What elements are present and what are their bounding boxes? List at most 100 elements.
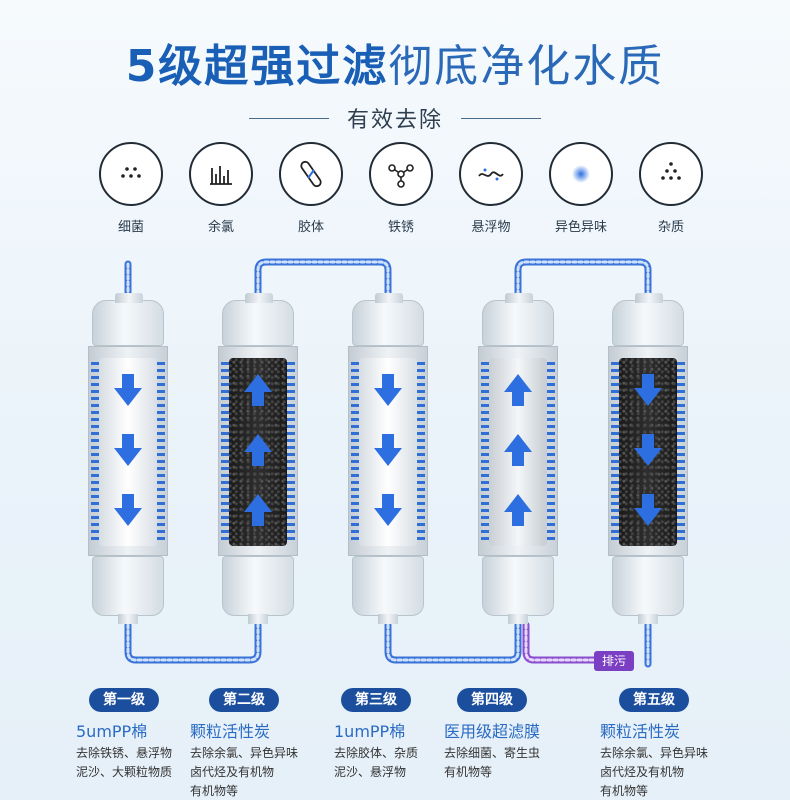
filter-cartridge-5: [608, 293, 688, 625]
cartridge-connector: [248, 614, 268, 624]
cartridge-connector: [378, 614, 398, 624]
stage-description-line: 去除铁锈、悬浮物: [76, 746, 173, 760]
stage-description-line: 泥沙、大颗粒物质: [76, 765, 173, 779]
remove-label: 余氯: [207, 220, 234, 235]
filter-cartridge-3: [348, 293, 428, 625]
stage-description-line: 泥沙、悬浮物: [334, 765, 407, 779]
cartridge-bottom-cap: [222, 556, 294, 616]
remove-label: 异色异味: [554, 220, 607, 235]
odor-icon: [549, 142, 613, 206]
cartridge-bottom-cap: [482, 556, 554, 616]
cartridge-bottom-cap: [92, 556, 164, 616]
flow-arrows: [619, 362, 677, 542]
stage-description-line: 有机物等: [444, 765, 493, 779]
stage-description-line: 卤代烃及有机物: [600, 765, 685, 779]
stage-filter-name: 1umPP棉: [334, 722, 406, 741]
drain-label: 排污: [594, 651, 634, 671]
inflow-ticks: [547, 362, 555, 542]
page-title: 5级超强过滤彻底净化水质: [0, 30, 790, 94]
remove-label: 胶体: [297, 220, 324, 235]
left-divider: [248, 117, 329, 119]
cartridge-connector: [508, 614, 528, 624]
remove-item-odor: 异色异味: [546, 142, 616, 242]
stage-badge: 第二级: [209, 688, 279, 712]
stage-filter-name: 5umPP棉: [76, 722, 148, 741]
flow-arrows: [229, 362, 287, 542]
subtitle-row: 有效去除: [0, 100, 790, 136]
cartridge-bottom-cap: [612, 556, 684, 616]
remove-item-rust: 铁锈: [366, 142, 436, 242]
stage-badge: 第一级: [89, 688, 159, 712]
filter-cartridge-4: [478, 293, 558, 625]
subtitle: 有效去除: [346, 108, 443, 133]
flow-arrow-icon: [242, 372, 274, 412]
inflow-ticks: [157, 362, 165, 542]
pipe-3-4: [384, 621, 522, 664]
title-bold: 5级超强过滤: [125, 41, 389, 92]
flow-arrows: [359, 362, 417, 542]
flow-arrow-icon: [502, 432, 534, 472]
cartridge-top-cap: [352, 293, 424, 346]
cartridge-top-cap: [222, 293, 294, 346]
stage-caption-2: 第二级颗粒活性炭去除余氯、异色异味卤代烃及有机物有机物等: [190, 688, 298, 799]
flow-arrow-icon: [372, 492, 404, 532]
flow-arrow-icon: [372, 372, 404, 412]
flow-arrow-icon: [112, 372, 144, 412]
pipe-1-2: [124, 621, 262, 664]
remove-item-colloid: 胶体: [276, 142, 346, 242]
stage-description-line: 去除余氯、异色异味: [190, 746, 299, 760]
inflow-ticks: [351, 362, 359, 542]
stage-description-line: 去除余氯、异色异味: [600, 746, 709, 760]
stage-badge: 第三级: [341, 688, 411, 712]
stage-description-line: 卤代烃及有机物: [190, 765, 275, 779]
stage-caption-1: 第一级 5umPP棉去除铁锈、悬浮物泥沙、大颗粒物质: [76, 688, 172, 780]
suspended-matter-icon: [459, 142, 523, 206]
cartridge-connector: [118, 614, 138, 624]
inflow-ticks: [677, 362, 685, 542]
cartridge-connector: [638, 614, 658, 624]
remove-label: 铁锈: [387, 220, 414, 235]
flow-arrow-icon: [112, 432, 144, 472]
flow-arrow-icon: [242, 492, 274, 532]
flow-arrow-icon: [502, 372, 534, 412]
stage-badge: 第四级: [457, 688, 527, 712]
stage-caption-3: 第三级 1umPP棉去除胶体、杂质泥沙、悬浮物: [334, 688, 418, 780]
chlorine-icon: [189, 142, 253, 206]
remove-item-impurity: 杂质: [636, 142, 706, 242]
remove-label: 细菌: [117, 220, 144, 235]
flow-arrow-icon: [502, 492, 534, 532]
cartridge-top-cap: [612, 293, 684, 346]
flow-arrows: [99, 362, 157, 542]
inflow-ticks: [287, 362, 295, 542]
right-divider: [461, 117, 541, 119]
bacteria-icon: [99, 142, 163, 206]
remove-label: 杂质: [657, 220, 684, 235]
stage-badge: 第五级: [619, 688, 689, 712]
pipe-2-3: [254, 258, 392, 304]
removes-icon-row: 细菌 余氯 胶体: [96, 142, 706, 242]
cartridge-top-cap: [92, 293, 164, 346]
flow-arrows: [489, 362, 547, 542]
remove-item-suspended: 悬浮物: [456, 142, 526, 242]
stage-description-line: 有机物等: [190, 784, 239, 798]
flow-arrow-icon: [242, 432, 274, 472]
stage-filter-name: 医用级超滤膜: [444, 722, 541, 741]
cartridge-top-cap: [482, 293, 554, 346]
title-light: 彻底净化水质: [388, 41, 665, 92]
flow-arrow-icon: [632, 432, 664, 472]
pipe-4-5: [514, 258, 652, 304]
impurity-icon: [639, 142, 703, 206]
inflow-ticks: [221, 362, 229, 542]
flow-arrow-icon: [112, 492, 144, 532]
stage-description-line: 去除细菌、寄生虫: [444, 746, 541, 760]
inflow-ticks: [91, 362, 99, 542]
stage-description-line: 去除胶体、杂质: [334, 746, 419, 760]
flow-arrow-icon: [372, 432, 404, 472]
drain-pipe: [522, 621, 600, 664]
stage-filter-name: 颗粒活性炭: [190, 722, 271, 741]
flow-arrow-icon: [632, 492, 664, 532]
cartridge-bottom-cap: [352, 556, 424, 616]
remove-item-chlorine: 余氯: [186, 142, 256, 242]
stage-filter-name: 颗粒活性炭: [600, 722, 681, 741]
stage-description-line: 有机物等: [600, 784, 649, 798]
